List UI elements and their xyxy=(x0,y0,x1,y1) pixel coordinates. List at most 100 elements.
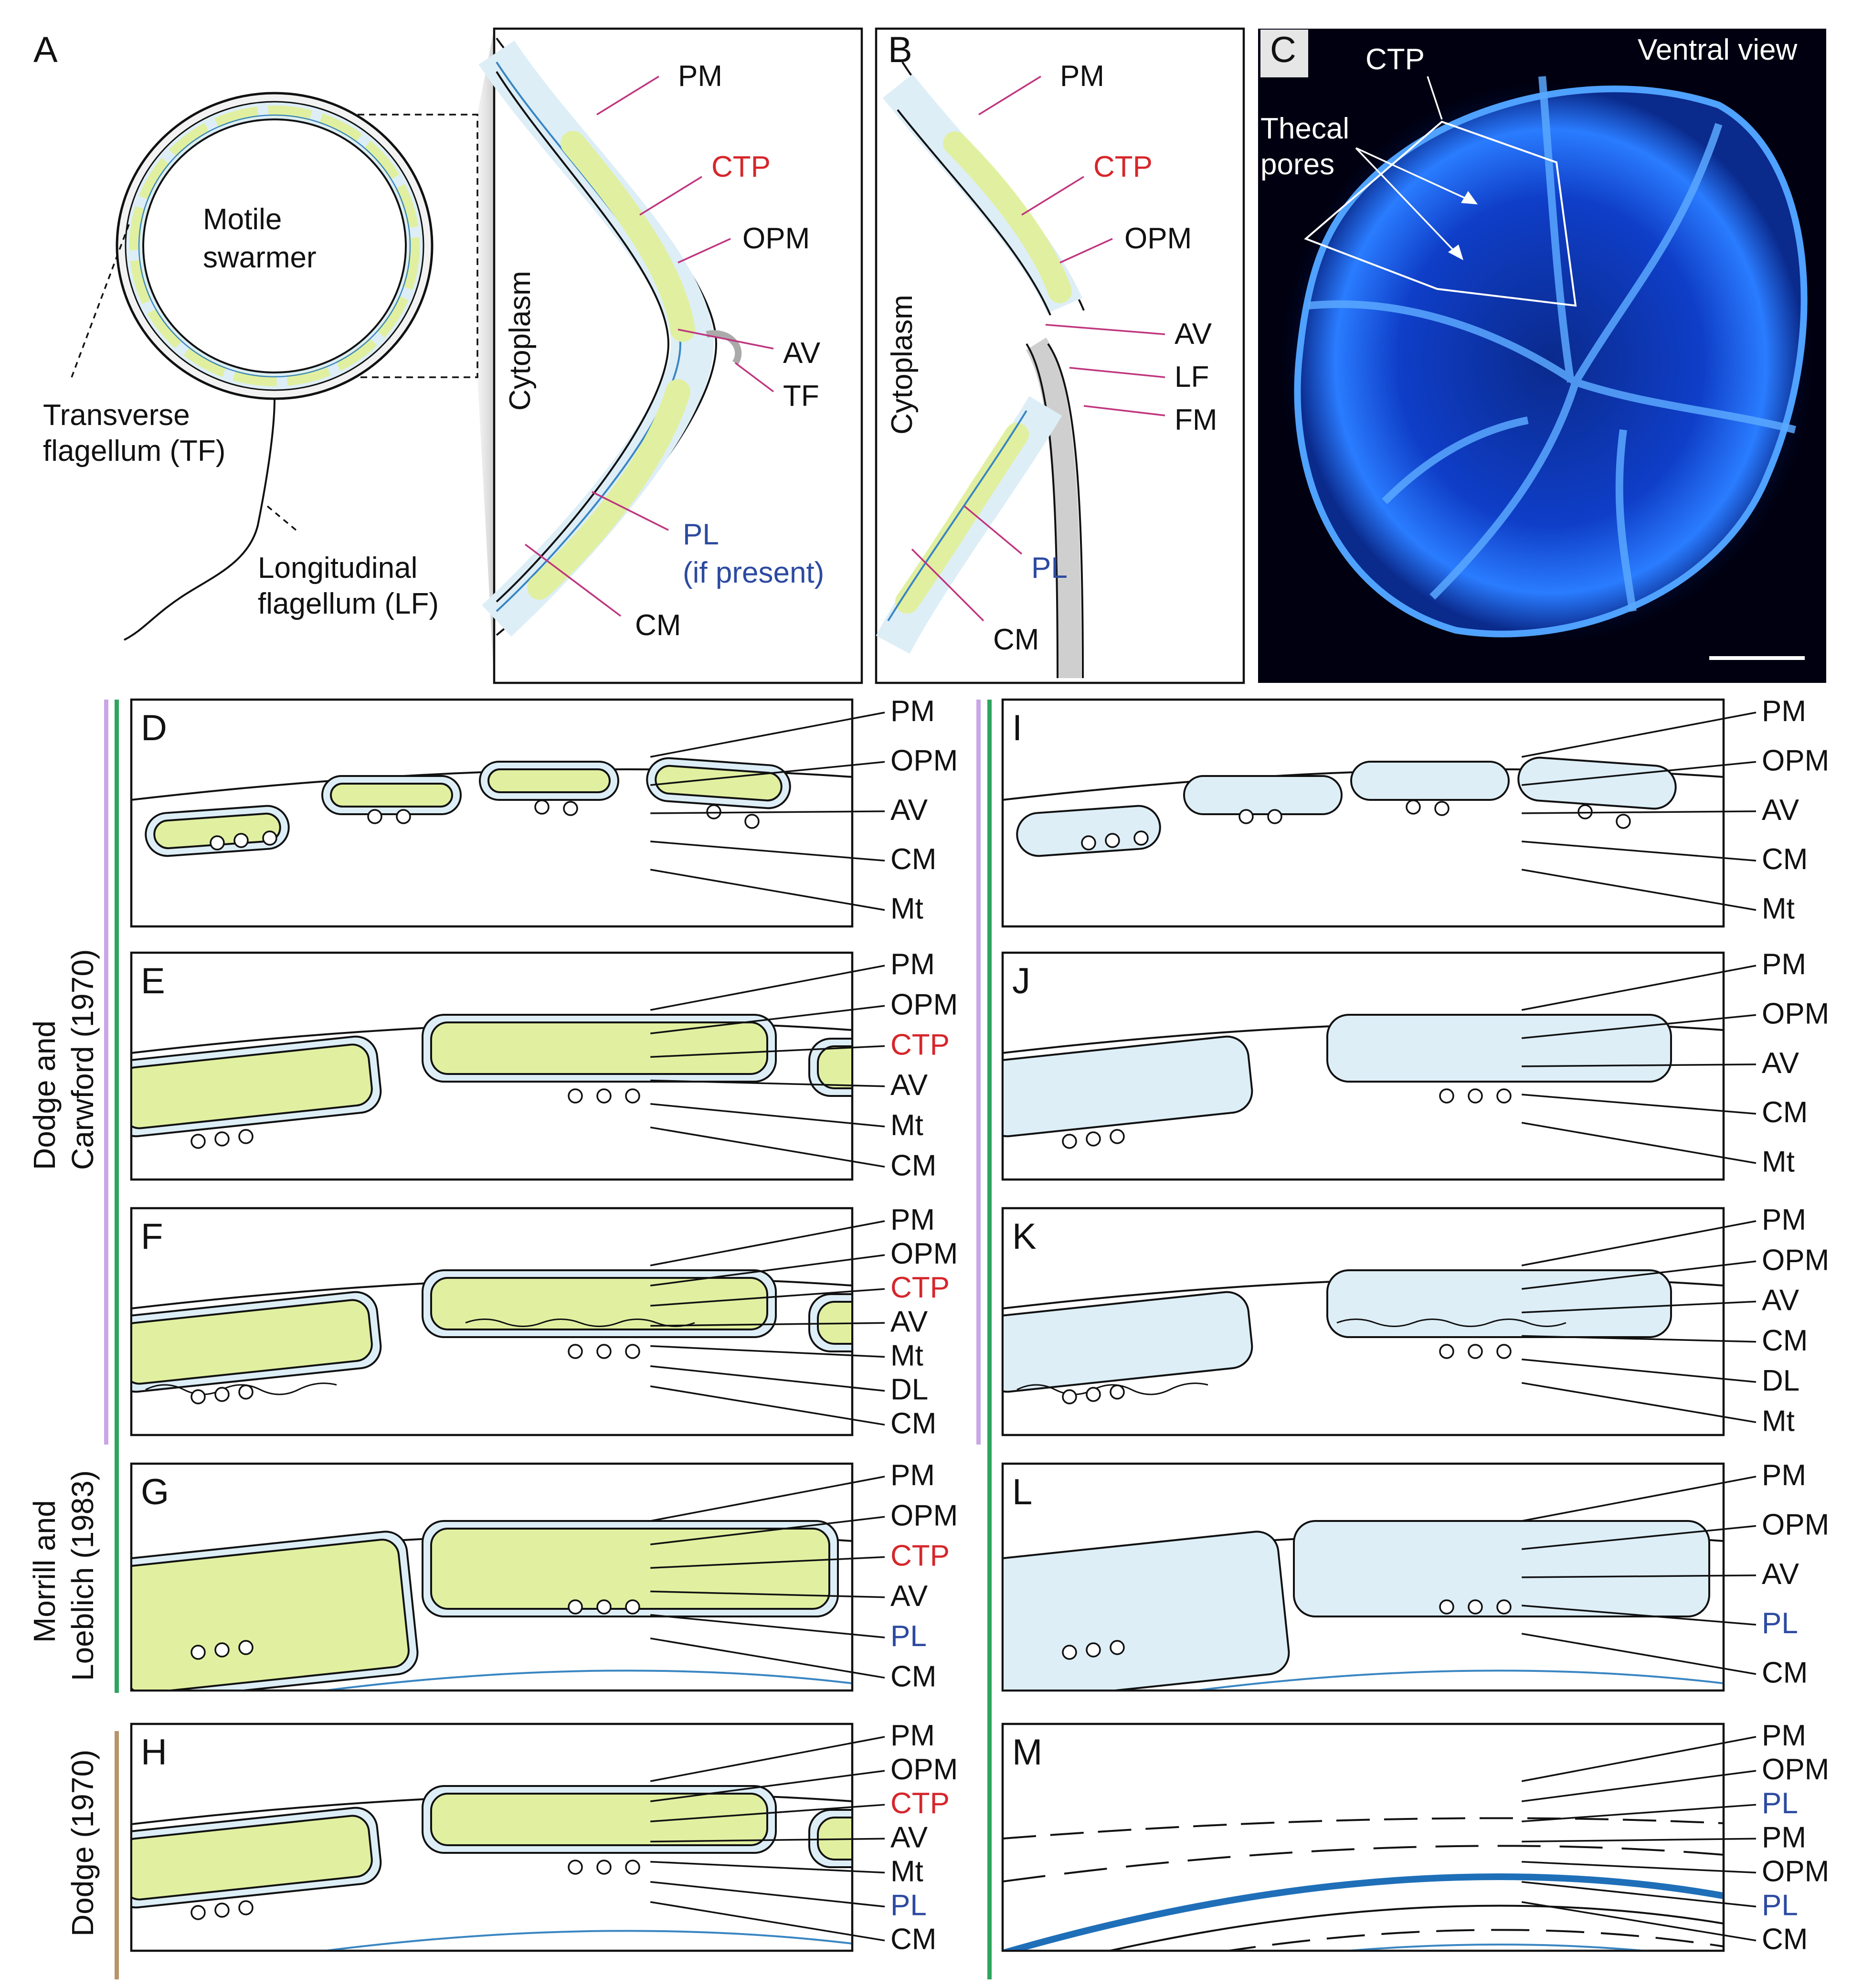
leader-line xyxy=(650,1345,885,1358)
leader-line xyxy=(650,1254,885,1286)
label-av: AV xyxy=(1762,1047,1799,1080)
cortical-thecal-plate xyxy=(132,1539,410,1690)
group-morrill-1: Morrill and xyxy=(27,1500,62,1643)
microtubule xyxy=(625,1860,640,1875)
leader-line xyxy=(650,1220,885,1266)
microtubule xyxy=(1496,1088,1512,1104)
group-bars: Dodge and Carwford (1970) Morrill and Lo… xyxy=(27,700,992,1979)
panel-e-letter: E xyxy=(141,961,165,1001)
cell-membrane xyxy=(496,71,670,603)
leader-line xyxy=(650,1881,885,1908)
label-pm: PM xyxy=(1762,1459,1806,1492)
leader-line xyxy=(1522,1525,1757,1550)
cell-label-2: swarmer xyxy=(203,241,317,274)
microtubule xyxy=(1062,1134,1077,1149)
label-ctp: CTP xyxy=(890,1029,950,1062)
leader-line xyxy=(1521,1122,1757,1164)
microtubule xyxy=(1468,1088,1483,1104)
label-mt: Mt xyxy=(890,1855,923,1888)
cortical-thecal-plate xyxy=(132,1815,373,1901)
label-av: AV xyxy=(890,1069,928,1102)
panel-l-letter: L xyxy=(1012,1472,1032,1512)
microtubule xyxy=(1406,799,1421,815)
label-pm: PM xyxy=(1762,1821,1806,1854)
microtubule xyxy=(568,1860,583,1875)
microtubule xyxy=(214,1387,230,1402)
label-pm: PM xyxy=(1762,1719,1806,1752)
leader-line xyxy=(650,1860,885,1874)
ctp-outline xyxy=(1304,120,1577,307)
label-pm: PM xyxy=(1762,948,1806,981)
microtubule xyxy=(238,1640,254,1655)
leader-line xyxy=(1521,1220,1757,1266)
b-opm: OPM xyxy=(1124,222,1192,255)
leader-line xyxy=(650,810,885,814)
label-opm: OPM xyxy=(890,1237,958,1270)
label-av: AV xyxy=(1762,794,1799,827)
label-av: AV xyxy=(1762,1558,1799,1591)
b-fm: FM xyxy=(1175,404,1217,436)
swarmer-cell xyxy=(116,92,434,400)
leader-line xyxy=(650,1322,885,1327)
panel-b: B Cytoplasm PM CTP OPM AV LF FM PL CM xyxy=(875,27,1245,684)
c-ventral-view: Ventral view xyxy=(1638,33,1798,66)
leader-line xyxy=(1522,1804,1757,1823)
leader-line xyxy=(650,1901,885,1942)
microtubule xyxy=(1086,1387,1101,1402)
lf-label-1: Longitudinal xyxy=(258,552,417,585)
microtubule xyxy=(1496,1344,1512,1359)
microtubule xyxy=(238,1900,254,1915)
tf-label-1: Transverse xyxy=(43,399,190,432)
leader-line xyxy=(650,1590,885,1598)
leader-line xyxy=(650,869,885,911)
panel-g-letter: G xyxy=(141,1472,169,1512)
alveolus xyxy=(1517,756,1677,810)
label-pm: PM xyxy=(1762,1203,1806,1236)
leader-line xyxy=(650,1288,885,1307)
b-lf: LF xyxy=(1175,361,1209,393)
label-dl: DL xyxy=(1762,1364,1799,1397)
microtubule xyxy=(1086,1642,1101,1658)
label-dl: DL xyxy=(890,1373,928,1406)
ctp-lower xyxy=(527,379,690,600)
panel-k-letter: K xyxy=(1012,1216,1037,1257)
microtubule xyxy=(262,830,277,846)
label-pl: PL xyxy=(890,1889,927,1922)
panel-c-letter: C xyxy=(1270,30,1296,70)
leader-line xyxy=(1521,1633,1757,1675)
microtubule xyxy=(214,1131,230,1147)
microtubule xyxy=(1577,804,1593,819)
leader-line xyxy=(1522,1574,1757,1578)
microtubule xyxy=(238,1129,254,1144)
microtubule xyxy=(1439,1344,1454,1359)
panel-m-letter: M xyxy=(1012,1732,1042,1773)
label-cm: CM xyxy=(890,1660,936,1693)
label-pl: PL xyxy=(1762,1787,1798,1820)
microtubule xyxy=(625,1599,640,1615)
panel-c-letter-bg xyxy=(1260,30,1308,77)
microtubule xyxy=(1110,1640,1125,1655)
leader-line xyxy=(650,1079,885,1087)
label-pl: PL xyxy=(890,1620,927,1653)
microtubule xyxy=(706,804,721,819)
leader-line xyxy=(1522,1335,1757,1343)
label-av: AV xyxy=(890,1580,928,1613)
microtubule xyxy=(1086,1131,1101,1147)
microtubule xyxy=(596,1088,612,1104)
ctp-upper xyxy=(561,131,695,342)
alveolus xyxy=(1004,1291,1253,1393)
leader-line xyxy=(650,1556,885,1569)
leader-line xyxy=(1522,1881,1757,1908)
leader-line xyxy=(650,1838,885,1843)
panel-m-frame xyxy=(1001,1722,1725,1952)
label-pm: PM xyxy=(890,1459,935,1492)
b-pm: PM xyxy=(1060,60,1104,93)
leader-line xyxy=(1522,1860,1757,1874)
zoom-opm: OPM xyxy=(742,222,810,255)
panel-a: A Motile swarmer Transverse flagellum (T… xyxy=(33,29,494,683)
label-mt: Mt xyxy=(1762,893,1795,925)
